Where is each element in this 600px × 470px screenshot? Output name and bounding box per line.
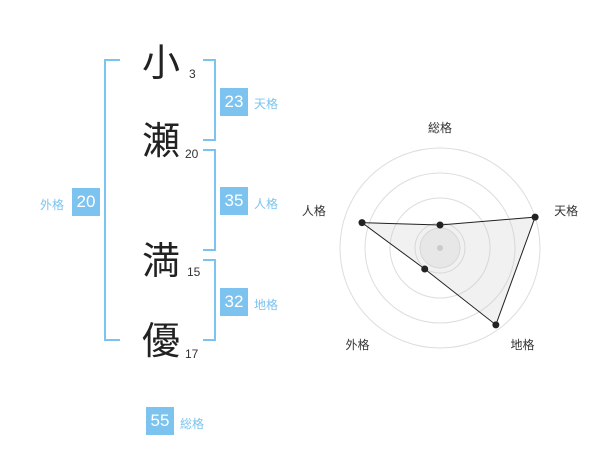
- chikaku-badge: 32: [220, 288, 248, 316]
- jinkaku-label: 人格: [254, 197, 279, 211]
- radar-point-3: [492, 321, 500, 329]
- radar-center-dot: [437, 245, 443, 251]
- name-char-3: 満: [142, 239, 181, 283]
- radar-axis-label-4: 外格: [345, 337, 369, 352]
- radar-ring-3: [364, 172, 516, 324]
- stroke-count-1: 3: [189, 67, 196, 81]
- radar-point-4: [421, 265, 429, 273]
- stroke-count-3: 15: [187, 265, 201, 279]
- radar-point-2: [531, 213, 539, 221]
- name-char-1: 小: [142, 41, 181, 85]
- radar-ring-2: [389, 197, 491, 299]
- radar-axis-label-2: 天格: [554, 203, 578, 218]
- jinkaku-bracket: [203, 149, 216, 251]
- tenkaku-badge: 23: [220, 88, 248, 116]
- chikaku-bracket: [203, 259, 216, 341]
- radar-point-1: [436, 221, 444, 229]
- jinkaku-badge: 35: [220, 187, 248, 215]
- radar-ring-4: [339, 147, 541, 349]
- soukaku-badge: 55: [146, 407, 174, 435]
- gaikaku-label: 外格: [40, 198, 65, 212]
- gaikaku-badge: 20: [72, 188, 100, 216]
- tenkaku-bracket: [203, 59, 216, 141]
- radar-axis-label-1: 総格: [428, 120, 452, 135]
- gaikaku-bracket: [104, 59, 120, 341]
- chikaku-label: 地格: [254, 298, 279, 312]
- stroke-count-2: 20: [185, 147, 199, 161]
- radar-point-5: [358, 219, 366, 227]
- radar-axis-label-5: 人格: [302, 203, 326, 218]
- radar-series-polygon: [360, 216, 536, 326]
- tenkaku-label: 天格: [254, 97, 279, 111]
- name-char-4: 優: [142, 319, 181, 363]
- soukaku-label: 総格: [180, 417, 205, 431]
- stroke-count-4: 17: [185, 347, 199, 361]
- name-char-2: 瀬: [142, 119, 181, 163]
- radar-axis-label-3: 地格: [511, 337, 535, 352]
